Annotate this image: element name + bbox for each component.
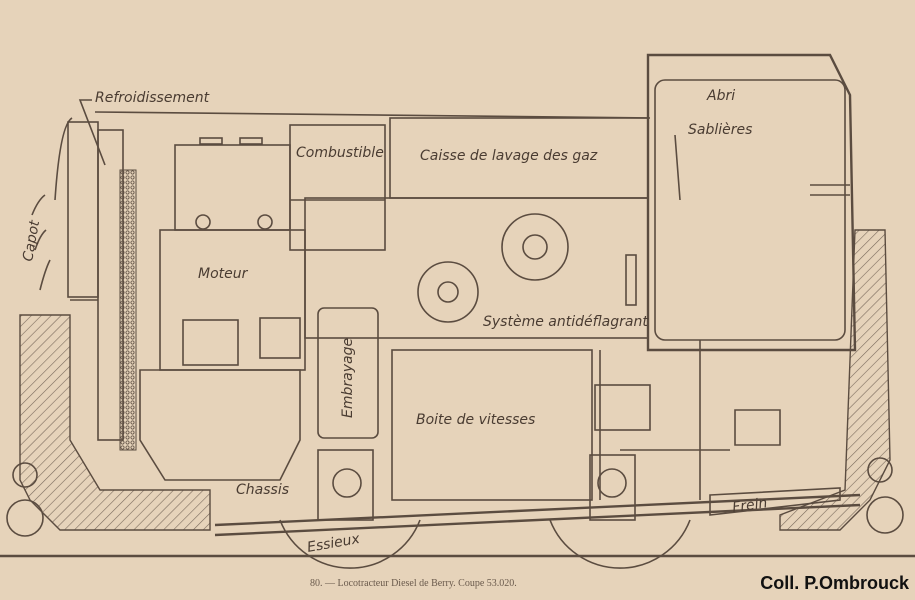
- collection-credit: Coll. P.Ombrouck: [760, 573, 909, 593]
- label-fuel: Combustible: [296, 145, 384, 161]
- front-frame: [19, 314, 211, 531]
- label-gas-washer: Caisse de lavage des gaz: [420, 148, 598, 164]
- label-axles: Essieux: [306, 531, 362, 556]
- engine: [139, 137, 306, 481]
- label-gearbox: Boite de vitesses: [416, 412, 535, 428]
- couplers: [6, 457, 904, 537]
- figure-caption: 80. — Locotracteur Diesel de Berry. Coup…: [310, 578, 517, 589]
- hood: [31, 111, 651, 291]
- gearbox: [391, 349, 593, 501]
- wheels: [214, 449, 861, 569]
- label-brake: Frein: [731, 495, 768, 516]
- label-cooling: Refroidissement: [95, 90, 210, 106]
- rear-frame: [779, 229, 891, 531]
- label-hood: Capot: [20, 219, 43, 263]
- cooling-leader: [78, 99, 106, 166]
- label-clutch: Embrayage: [340, 338, 356, 418]
- clutch: [317, 307, 379, 439]
- fuel-tank: [289, 124, 386, 251]
- label-engine: Moteur: [198, 266, 249, 282]
- label-chassis: Chassis: [236, 482, 289, 498]
- label-flameproof: Système antidéflagrant: [483, 314, 648, 330]
- cab: [594, 53, 857, 500]
- radiator: [67, 121, 137, 451]
- label-sandboxes: Sablières: [688, 122, 752, 138]
- label-cab: Abri: [706, 88, 735, 104]
